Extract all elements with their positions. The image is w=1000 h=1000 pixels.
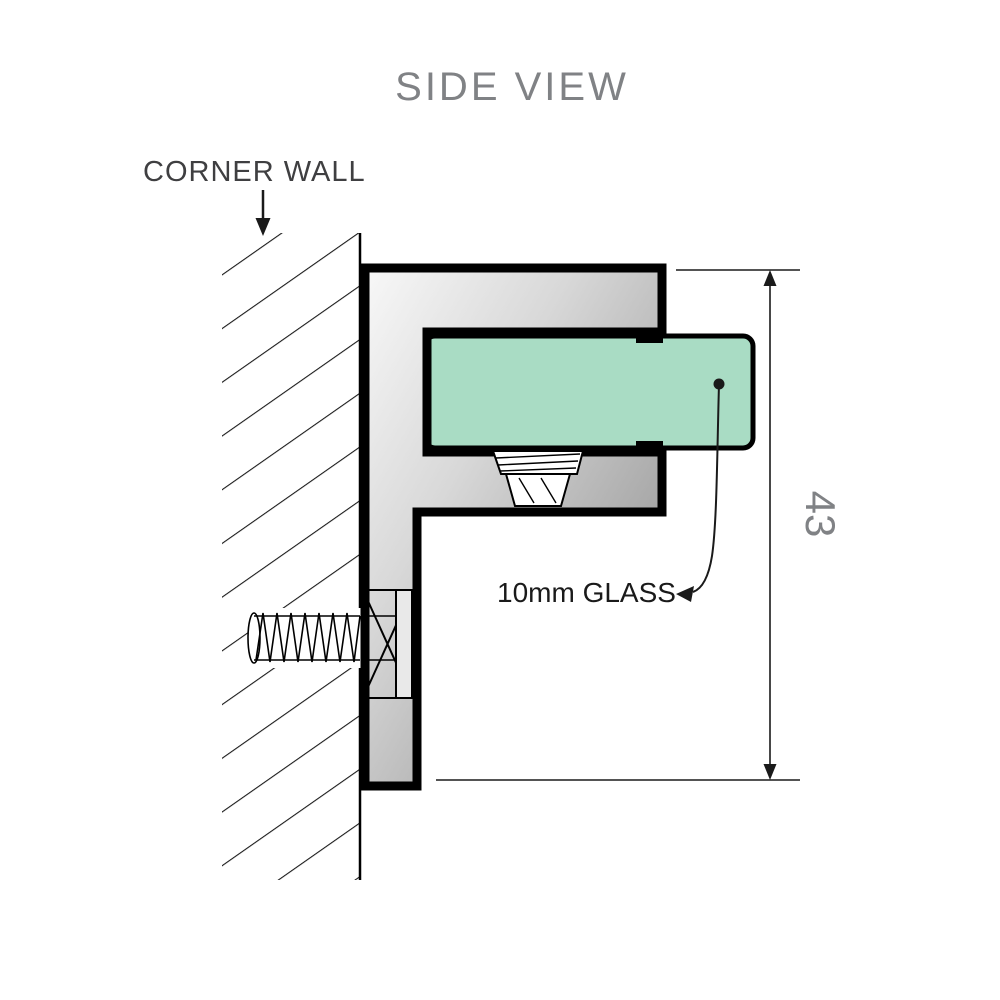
wall-bolt-thread	[247, 608, 362, 668]
glass-panel	[422, 333, 756, 451]
bracket-top-lip	[636, 330, 663, 343]
dimension-value-label: 43	[797, 491, 844, 538]
corner-wall-arrowhead-icon	[255, 218, 271, 236]
page-title: SIDE VIEW	[395, 65, 629, 109]
bracket-bottom-lip	[636, 441, 663, 454]
callout-arrowhead-icon	[676, 586, 694, 602]
dimension-arrowhead-bottom-icon	[763, 764, 777, 780]
callout-leader-line	[692, 383, 720, 593]
dimension-43: 43	[436, 269, 844, 781]
glass-callout: 10mm GLASS	[497, 378, 725, 608]
bolt-head-section	[362, 589, 413, 699]
corner-wall-label: CORNER WALL	[143, 156, 366, 188]
grub-screw	[491, 450, 585, 507]
wall-hatching	[222, 233, 360, 880]
dimension-arrowhead-top-icon	[763, 270, 777, 286]
glass-note-label: 10mm GLASS	[497, 577, 676, 608]
